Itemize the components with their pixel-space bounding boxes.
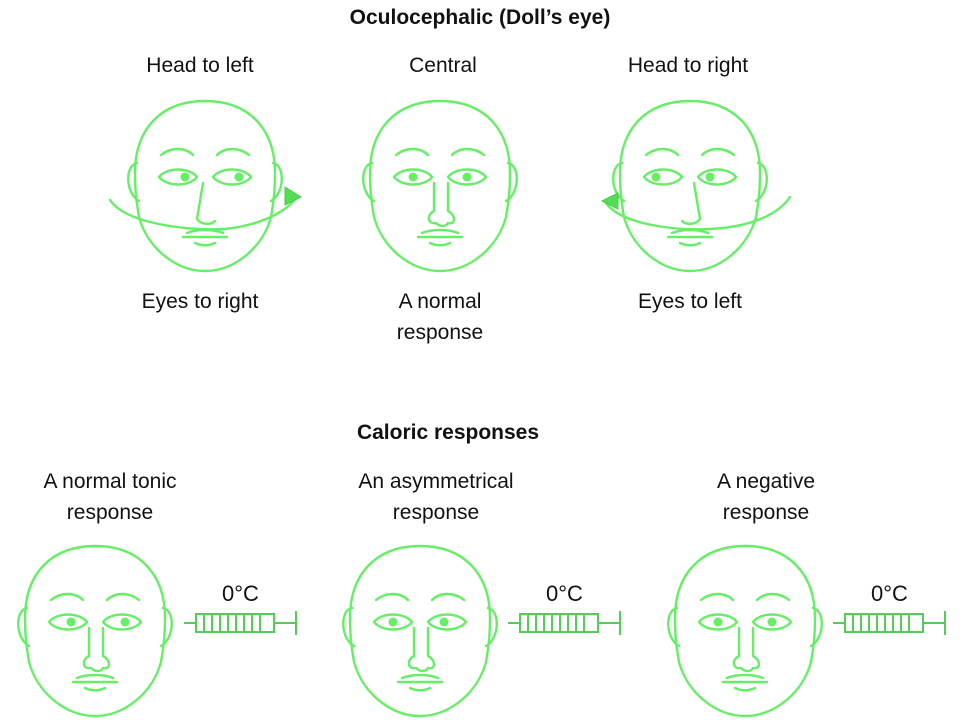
caloric-title: Caloric responses [356, 421, 540, 444]
pupil-icon [120, 617, 130, 627]
temperature-label: 0°C [871, 581, 908, 606]
pupil-icon [439, 617, 449, 627]
face-caloric-negative [667, 544, 823, 718]
pupil-icon [388, 617, 398, 627]
syringe-icon [183, 610, 297, 636]
caloric-label-normal-tonic: A normal tonic response [43, 470, 177, 524]
response-normal: A normal response [396, 290, 484, 344]
rotation-arrow-icon [108, 195, 299, 231]
response-eyes-right: Eyes to right [141, 290, 259, 313]
response-eyes-left: Eyes to left [638, 290, 742, 313]
pupil-icon [234, 172, 244, 182]
arrowhead-icon [284, 186, 303, 206]
pupil-icon [66, 617, 76, 627]
pupil-icon [713, 617, 723, 627]
pupil-icon [180, 172, 190, 182]
panel-label-head-right: Head to right [627, 54, 749, 77]
pupil-icon [462, 172, 472, 182]
syringe-icon [832, 610, 946, 636]
oculocephalic-title: Oculocephalic (Doll’s eye) [349, 6, 611, 29]
face-head-right [600, 99, 792, 273]
rotation-arrow-icon [604, 195, 792, 231]
syringe-icon [507, 610, 621, 636]
temperature-label: 0°C [222, 581, 259, 606]
pupil-icon [705, 172, 715, 182]
face-caloric-normal [17, 544, 173, 718]
pupil-icon [651, 172, 661, 182]
face-caloric-asymmetrical [342, 544, 498, 718]
temperature-label: 0°C [546, 581, 583, 606]
caloric-label-asymmetrical: An asymmetrical response [358, 470, 514, 524]
pupil-icon [408, 172, 418, 182]
face-central [362, 99, 518, 273]
pupil-icon [767, 617, 777, 627]
caloric-label-negative: A negative response [716, 470, 816, 524]
panel-label-head-left: Head to left [146, 54, 254, 77]
panel-label-central: Central [409, 54, 477, 77]
arrowhead-icon [600, 192, 619, 210]
face-head-left [108, 99, 303, 273]
